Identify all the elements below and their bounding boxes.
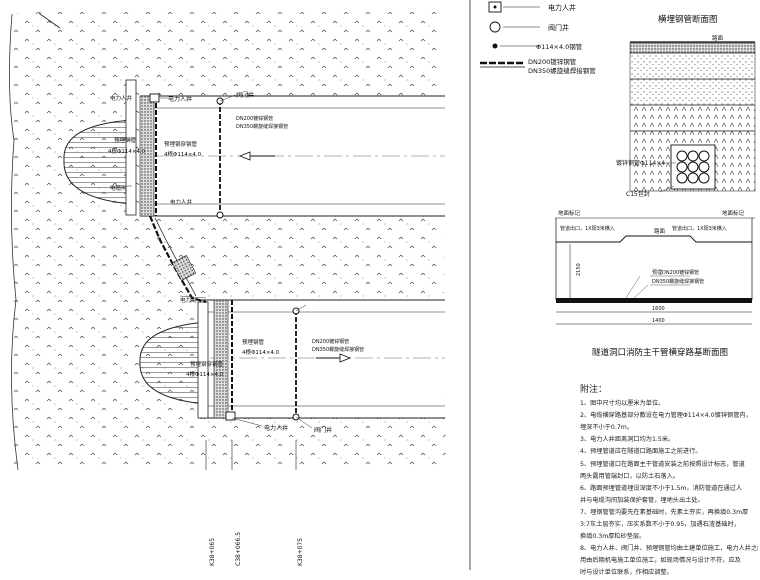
- label-side-tag-2: 电力沟: [180, 296, 197, 304]
- connecting-pipe: [148, 215, 207, 304]
- section-bottom-road: 路面: [654, 227, 666, 235]
- label-power-well-a: 电力人井: [168, 95, 192, 103]
- legend-galv-pipe: DN200镀锌钢管: [528, 57, 577, 66]
- notes-line: 换填0.3m厚粒砂垫层。: [580, 533, 646, 541]
- legend: 电力人井 阀门井 Φ114×4.0钢管 DN200镀锌钢管 DN350螺旋缝焊接…: [469, 0, 596, 570]
- section-top-title: 横埋钢管断面图: [658, 14, 718, 25]
- section-bottom-title: 隧道洞口消防主干管横穿路基断面图: [592, 347, 728, 358]
- section-bottom-right-label: 管道出口，1X阳3米横入: [672, 225, 727, 232]
- notes-line: 6、路面预埋管道埋设深度不小于1.5m，消防管道在通过人: [580, 484, 743, 492]
- label-tag-b4: 4根Φ114×4.0: [186, 370, 224, 378]
- section-bottom-pipe-2: DN350螺旋缝焊接钢管: [652, 278, 704, 285]
- label-power-well-b: 电力人井: [264, 424, 288, 432]
- label-tag-a4: 4根Φ114×4.0: [108, 147, 146, 155]
- notes-line: 两头露用管端封口，以防土石落入。: [580, 472, 679, 480]
- section-bottom-dim-1: 1600: [652, 306, 665, 312]
- station-2: C38+066.5: [235, 532, 242, 566]
- notes-line: 用由后期机电施工单位施工，如现场情况与设计不符，应及: [580, 557, 741, 565]
- lower-portal: [139, 299, 229, 419]
- section-top: 横埋钢管断面图 路面 镀锌钢管Φ114×4 C15包封: [616, 14, 756, 198]
- notes-line: 2、电缆横穿路基部分敷设在电力管理Φ114×4.0镀锌钢管内，: [580, 412, 752, 420]
- pipe-bundle: [676, 150, 710, 184]
- section-top-pipe: 镀锌钢管Φ114×4: [616, 159, 665, 167]
- legend-valve-well: 阀门井: [548, 23, 569, 32]
- notes-line: 时与设计单位联系，作相应调整。: [580, 569, 673, 577]
- section-bottom-right-mark: 地面标记: [722, 209, 745, 217]
- notes-line: 3:7灰土层夯实，压实系数不小于0.95，加遇石渣基础时，: [580, 521, 740, 529]
- section-bottom-pipe-1: 预埋DN200镀锌钢管: [652, 269, 699, 276]
- legend-spiral-pipe: DN350螺旋缝焊接钢管: [528, 66, 596, 75]
- upper-portal: [63, 79, 155, 217]
- section-top-concrete: C15包封: [626, 190, 650, 198]
- label-tag-b2: 4根Φ114×4.0: [242, 348, 280, 356]
- section-bottom-left-mark: 地面标记: [558, 209, 581, 217]
- upper-tunnel-band: [140, 95, 445, 217]
- section-top-ground: 路面: [712, 34, 724, 42]
- section-bottom-left-label: 管道出口，1X阳3米横入: [560, 225, 615, 232]
- notes-line: 8、电力人井、阀门井、预埋钢管均由土建单位施工，电力人井之间采: [580, 545, 758, 553]
- notes-title: 附注：: [580, 385, 608, 395]
- section-bottom-depth: 2150: [576, 263, 582, 276]
- notes-line: 5、预埋管道口在路面主干管道安装之前按照设计标志，管道: [580, 460, 745, 468]
- label-valve-well-b: 阀门井: [314, 426, 332, 434]
- legend-steel-pipe: Φ114×4.0钢管: [536, 42, 583, 51]
- label-tag-a1: 预埋钢穿钢管: [164, 140, 198, 148]
- label-valve-well-a: 阀门井: [236, 91, 254, 99]
- notes-line: 井与电缆沟间加装保护套管，埋地头出土处。: [580, 496, 704, 504]
- lower-tunnel-band: [200, 299, 445, 419]
- label-tag-a5: 电力人井: [110, 94, 133, 102]
- label-pipe-note-b2: DN350螺旋缝焊接钢管: [312, 346, 364, 353]
- direction-arrows: [238, 151, 352, 363]
- legend-power-well: 电力人井: [548, 3, 576, 12]
- label-tag-a2: 4根Φ114×4.0: [164, 150, 202, 158]
- station-3: K38+075: [297, 538, 304, 566]
- label-tag-b1: 预埋钢管: [242, 338, 265, 346]
- label-pipe-note-a1: DN200镀锌钢管: [236, 115, 273, 122]
- station-1: K38+065: [209, 538, 216, 566]
- notes-block: 附注： 1、图中尺寸均以厘米为单位。 2、电缆横穿路基部分敷设在电力管理Φ114…: [580, 384, 758, 580]
- leader-lines: [110, 94, 313, 429]
- notes-line: 4、预埋管道应在隧道口路面施工之前进行。: [580, 448, 702, 456]
- notes-line: 7、埋钢管管沟要先在素基础时，先素土夯实，再换填0.3m厚: [580, 508, 749, 516]
- label-pipe-note-a2: DN350螺旋缝焊接钢管: [236, 123, 288, 130]
- label-tag-a3: 预埋钢管: [114, 136, 137, 144]
- section-bottom: 地面标记 地面标记 管道出口，1X阳3米横入 管道出口，1X阳3米横入 路面 2…: [555, 209, 755, 358]
- label-side-tag-1: 电缆沟: [110, 184, 127, 192]
- notes-line: 3、电力人井距离洞口均为1.5米。: [580, 436, 675, 444]
- label-tag-a6: 电力人井: [170, 198, 193, 206]
- label-tag-b3: 预埋钢穿钢管: [190, 360, 224, 368]
- station-marks: K38+065 C38+066.5 K38+075: [205, 440, 304, 566]
- label-pipe-note-b1: DN200镀锌钢管: [312, 338, 349, 345]
- notes-line: 1、图中尺寸均以厘米为单位。: [580, 400, 665, 408]
- notes-line: 埋深不小于0.7m。: [580, 424, 633, 432]
- section-bottom-dim-2: 1400: [652, 318, 665, 324]
- steel-pipe-icon: [492, 43, 498, 49]
- valve-well-icon: [489, 21, 501, 33]
